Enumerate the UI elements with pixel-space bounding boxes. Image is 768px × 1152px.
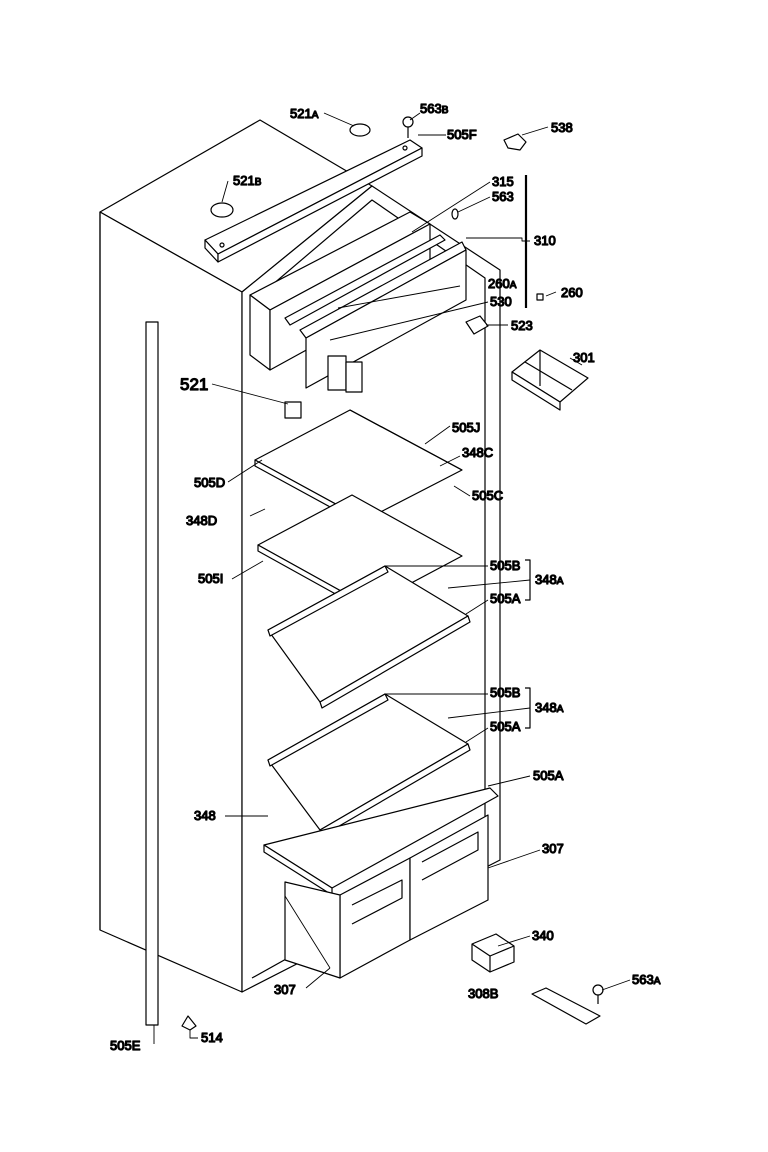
svg-text:523: 523 <box>511 318 533 333</box>
leader-lines <box>153 112 631 1044</box>
svg-text:538: 538 <box>551 120 573 135</box>
svg-text:505B: 505B <box>490 558 520 573</box>
part-260 <box>536 293 544 301</box>
top-hinge-plate <box>204 139 423 263</box>
svg-text:260: 260 <box>561 285 583 300</box>
label-505A-3: 505A <box>532 767 564 783</box>
label-563A: 563A <box>631 971 661 987</box>
svg-text:348: 348 <box>194 808 216 823</box>
glass-shelf-348a-lower <box>267 693 471 837</box>
svg-text:505C: 505C <box>472 488 503 503</box>
crisper-drawers-307 <box>284 814 489 979</box>
label-530: 530 <box>489 293 512 309</box>
label-563B: 563B <box>419 100 449 116</box>
svg-text:563A: 563A <box>632 972 661 987</box>
svg-text:307: 307 <box>542 841 564 856</box>
hinge-538 <box>503 133 527 151</box>
label-514: 514 <box>200 1029 223 1045</box>
svg-text:348D: 348D <box>186 513 217 528</box>
svg-text:310: 310 <box>534 233 556 248</box>
label-348D: 348D <box>185 512 217 528</box>
part-340 <box>471 933 515 973</box>
door-seal-505e <box>145 321 159 1026</box>
svg-text:505J: 505J <box>452 420 480 435</box>
svg-text:505D: 505D <box>194 475 225 490</box>
label-307-2: 307 <box>273 981 296 997</box>
svg-text:505A: 505A <box>490 719 521 734</box>
svg-text:521B: 521B <box>233 173 262 188</box>
glass-shelf-348d <box>254 409 463 613</box>
label-348C: 348C <box>461 444 493 460</box>
part-523 <box>465 315 489 335</box>
svg-text:307: 307 <box>274 982 296 997</box>
screw-563b <box>402 116 414 138</box>
svg-text:301: 301 <box>573 350 595 365</box>
bracket-348a-lower <box>525 687 531 729</box>
hinge-308b <box>531 987 601 1025</box>
screw-563 <box>451 208 459 220</box>
label-505A-2: 505A <box>489 718 521 734</box>
svg-text:260A: 260A <box>488 276 517 291</box>
label-505F: 505F <box>446 126 477 142</box>
bracket-348a-upper <box>525 559 531 601</box>
svg-text:308B: 308B <box>468 986 498 1001</box>
ice-tray-301 <box>511 349 589 411</box>
crisper-cover-348 <box>263 787 499 896</box>
svg-text:348C: 348C <box>462 445 493 460</box>
label-505E: 505E <box>109 1037 141 1053</box>
label-315: 315 <box>491 173 514 189</box>
label-260A: 260A <box>487 275 517 291</box>
svg-text:315: 315 <box>492 174 514 189</box>
screw-563a <box>592 984 604 1004</box>
foot-514 <box>181 1015 197 1031</box>
label-348A-1: 348A <box>534 571 564 587</box>
svg-text:505B: 505B <box>490 685 520 700</box>
label-301: 301 <box>572 349 595 365</box>
label-505A-1: 505A <box>489 590 521 606</box>
glass-shelf-348a-upper <box>267 565 471 709</box>
freezer-door-assembly <box>249 211 467 393</box>
svg-text:505I: 505I <box>198 571 223 586</box>
label-505B-1: 505B <box>489 557 521 573</box>
svg-text:563: 563 <box>492 189 514 204</box>
label-523: 523 <box>510 317 533 333</box>
label-348: 348 <box>193 807 216 823</box>
label-348A-2: 348A <box>534 699 564 715</box>
label-505D: 505D <box>193 474 225 490</box>
svg-text:530: 530 <box>490 294 512 309</box>
svg-text:505A: 505A <box>490 591 521 606</box>
label-505I: 505I <box>197 570 224 586</box>
svg-text:348A: 348A <box>535 572 564 587</box>
svg-text:505E: 505E <box>110 1038 141 1053</box>
label-307-1: 307 <box>541 840 564 856</box>
svg-text:521: 521 <box>180 375 208 394</box>
label-505C: 505C <box>471 487 503 503</box>
svg-text:340: 340 <box>532 928 554 943</box>
label-538: 538 <box>550 119 573 135</box>
label-563: 563 <box>491 188 514 204</box>
svg-text:348A: 348A <box>535 700 564 715</box>
label-505B-2: 505B <box>489 684 521 700</box>
label-310: 310 <box>533 232 556 248</box>
label-340: 340 <box>531 927 554 943</box>
svg-text:563B: 563B <box>420 101 449 116</box>
label-521: 521 <box>179 374 209 394</box>
label-260: 260 <box>560 284 583 300</box>
svg-text:521A: 521A <box>290 106 319 121</box>
cover-cap-521a <box>349 123 371 137</box>
svg-text:505A: 505A <box>533 768 564 783</box>
cover-cap-521b <box>210 202 234 218</box>
svg-text:514: 514 <box>201 1030 223 1045</box>
label-521A: 521A <box>289 105 319 121</box>
label-505J: 505J <box>451 419 480 435</box>
label-521B: 521B <box>232 172 262 188</box>
clip-521 <box>284 401 302 419</box>
label-308B: 308B <box>467 985 499 1001</box>
svg-text:505F: 505F <box>447 127 477 142</box>
